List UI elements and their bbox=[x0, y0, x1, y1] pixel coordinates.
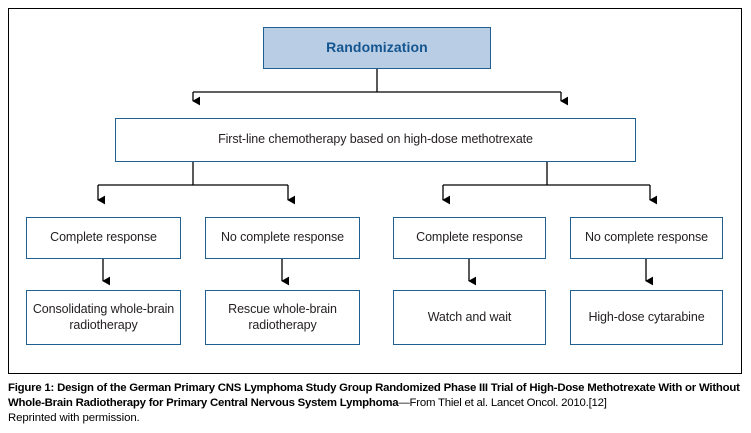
node-high-dose-cytarabine: High-dose cytarabine bbox=[570, 290, 723, 345]
node-first-line-chemotherapy: First-line chemotherapy based on high-do… bbox=[115, 118, 636, 162]
node-consolidating-whole-brain-radiotherapy: Consolidating whole-brain radiotherapy bbox=[26, 290, 181, 345]
node-complete-response-left: Complete response bbox=[26, 217, 181, 259]
caption-source-text: —From Thiel et al. Lancet Oncol. 2010.[1… bbox=[398, 397, 607, 410]
node-complete-response-right: Complete response bbox=[393, 217, 546, 259]
node-no-complete-response-left: No complete response bbox=[205, 217, 360, 259]
figure-caption: Figure 1: Design of the German Primary C… bbox=[8, 381, 748, 426]
node-no-complete-response-right: No complete response bbox=[570, 217, 723, 259]
caption-bold-text: Figure 1: Design of the German Primary C… bbox=[8, 382, 740, 410]
node-watch-and-wait: Watch and wait bbox=[393, 290, 546, 345]
node-randomization: Randomization bbox=[263, 27, 491, 69]
node-rescue-whole-brain-radiotherapy: Rescue whole-brain radiotherapy bbox=[205, 290, 360, 345]
caption-permission-text: Reprinted with permission. bbox=[8, 412, 140, 425]
